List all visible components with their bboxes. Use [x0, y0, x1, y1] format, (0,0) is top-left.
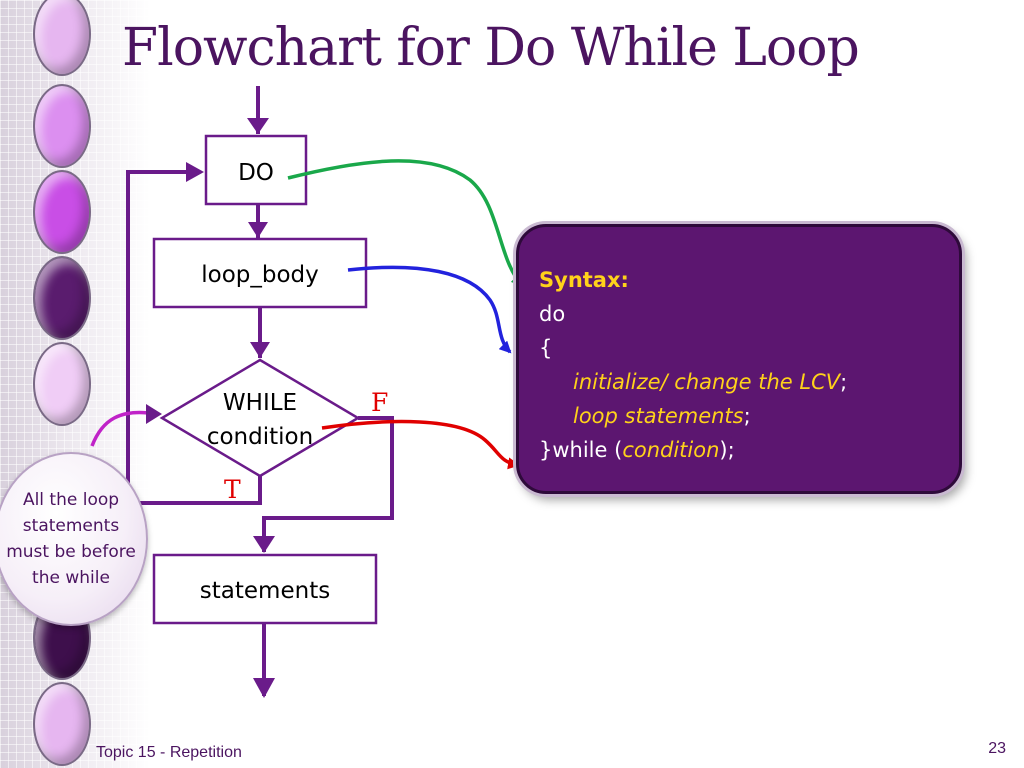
bead-4	[33, 256, 91, 340]
loop-body-label: loop_body	[201, 262, 319, 288]
syntax-condition-text: condition	[622, 438, 720, 462]
syntax-while-end: );	[719, 438, 735, 462]
callout-text: All the loop statements must be before t…	[6, 490, 136, 588]
syntax-heading: Syntax:	[539, 268, 629, 292]
footer-topic: Topic 15 - Repetition	[96, 744, 242, 761]
do-to-body-arrowhead	[248, 222, 268, 238]
true-label: T	[224, 475, 241, 504]
body-to-while-arrowhead	[250, 342, 270, 358]
syntax-init-semicolon: ;	[840, 370, 848, 394]
syntax-loop-line: loop statements;	[539, 399, 939, 433]
entry-arrowhead	[247, 118, 269, 134]
syntax-init-text: initialize/ change the LCV	[573, 370, 841, 394]
callout-bubble: All the loop statements must be before t…	[0, 452, 148, 626]
syntax-loop-text: loop statements	[573, 404, 744, 428]
syntax-init-line: initialize/ change the LCV;	[539, 365, 939, 399]
syntax-while-start: }while (	[539, 438, 623, 462]
syntax-while-line: }while (condition);	[539, 433, 939, 467]
false-label: F	[371, 388, 388, 417]
bead-2	[33, 84, 91, 168]
syntax-do-line: do	[539, 302, 566, 326]
statements-label: statements	[200, 578, 330, 604]
while-label: WHILE	[223, 390, 297, 416]
blue-pointer-arrow	[347, 265, 512, 354]
syntax-heading-line: Syntax:	[539, 263, 939, 297]
green-pointer-arrow	[287, 159, 524, 287]
callout-pointer-arrow	[90, 410, 157, 447]
do-box	[204, 134, 308, 206]
while-decision-diamond	[159, 358, 361, 478]
do-label: DO	[238, 160, 274, 186]
syntax-loop-semicolon: ;	[743, 404, 751, 428]
statements-box	[152, 553, 378, 625]
slide-title: Flowchart for Do While Loop	[122, 18, 860, 78]
red-pointer-arrow	[321, 419, 520, 470]
exit-arrowhead	[253, 678, 275, 698]
syntax-panel: Syntax: do { initialize/ change the LCV;…	[516, 224, 962, 494]
false-exit-line	[262, 416, 394, 552]
false-exit-arrowhead	[253, 536, 275, 553]
loop-body-box	[152, 237, 368, 309]
syntax-open-brace-line: {	[539, 336, 553, 360]
true-loop-back-arrowhead	[186, 162, 204, 182]
bead-3	[33, 170, 91, 254]
bead-5	[33, 342, 91, 426]
bead-1	[33, 0, 91, 76]
condition-label: condition	[207, 424, 313, 450]
page-number: 23	[988, 740, 1006, 757]
callout-pointer-arrowhead	[146, 404, 162, 424]
bead-7	[33, 682, 91, 766]
